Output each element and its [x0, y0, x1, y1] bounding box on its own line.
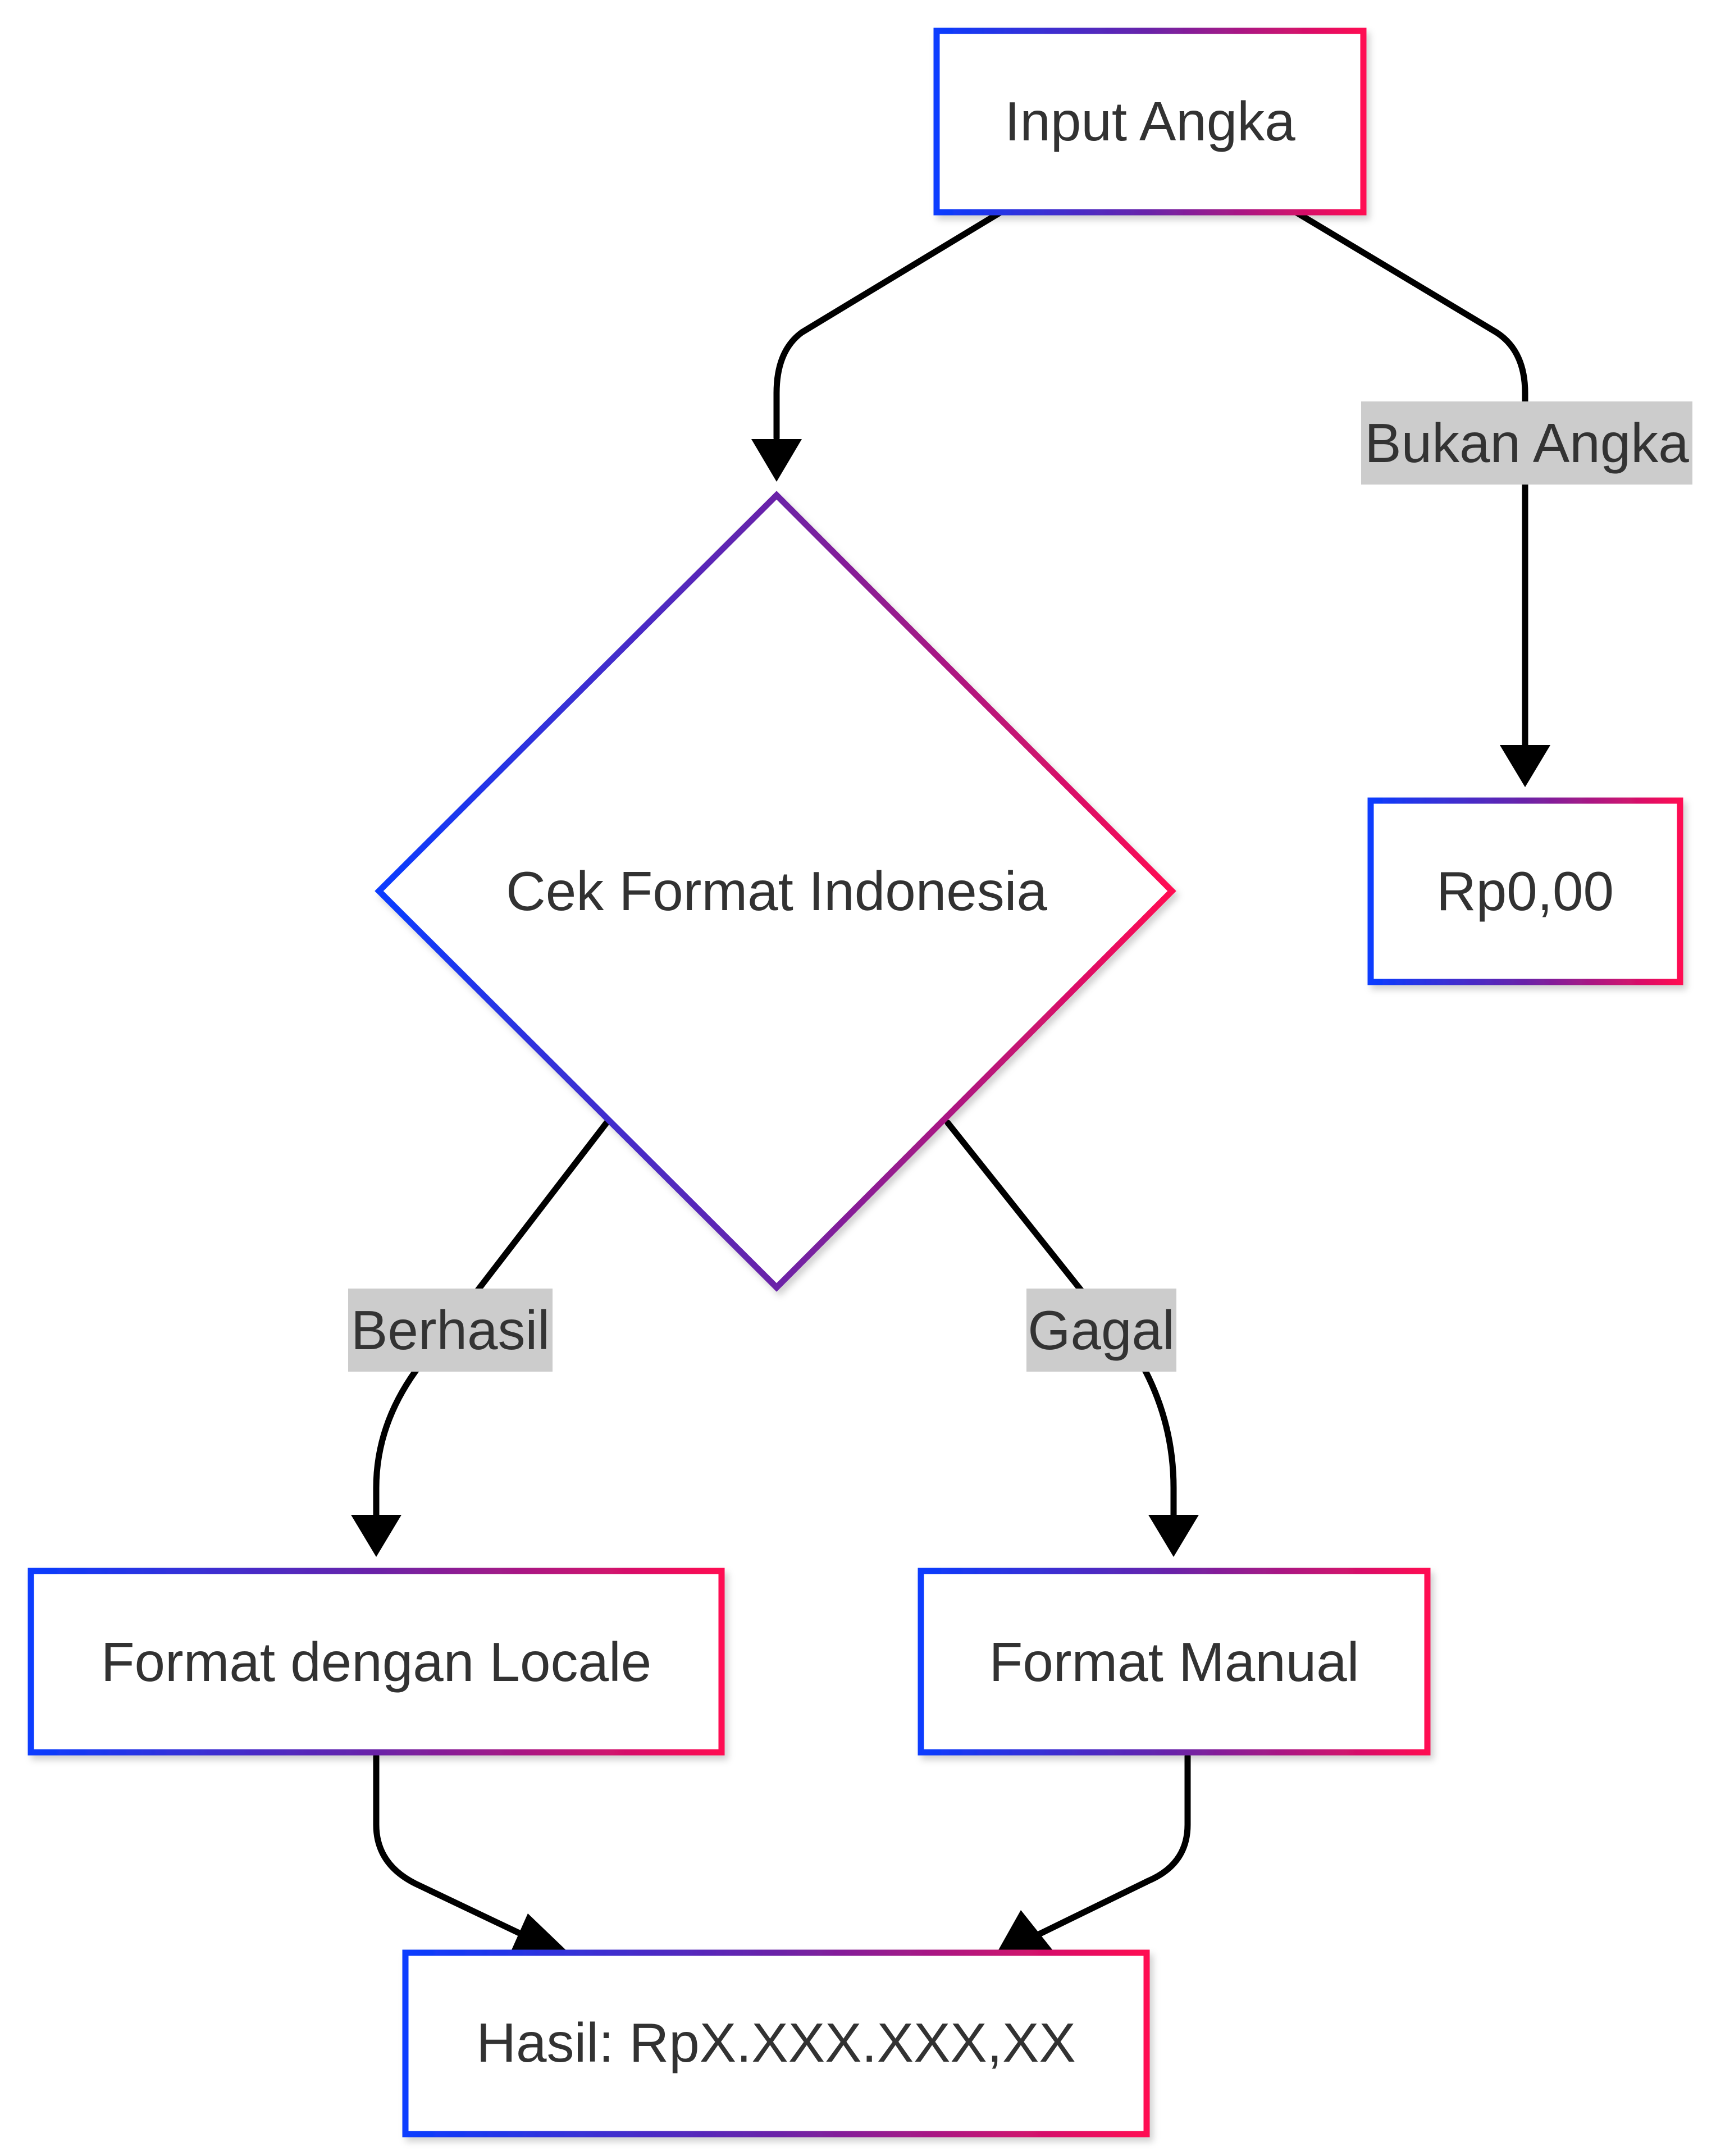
arrowhead-icon	[996, 1910, 1056, 1955]
edge-input-to-check	[751, 209, 1004, 482]
edge-label-berhasil: Berhasil	[351, 1299, 550, 1361]
arrowhead-icon	[751, 439, 802, 482]
node-label: Rp0,00	[1436, 860, 1614, 922]
node-label: Format dengan Locale	[101, 1631, 652, 1693]
node-label: Format Manual	[989, 1631, 1359, 1693]
node-rp0[interactable]: Rp0,00	[1367, 797, 1683, 985]
edge-label-background	[1026, 1289, 1176, 1372]
node-format-manual[interactable]: Format Manual	[918, 1568, 1431, 1756]
node-box	[402, 1949, 1150, 2137]
node-label: Hasil: RpX.XXX.XXX,XX	[476, 2012, 1076, 2073]
edge-label-background	[348, 1289, 553, 1372]
node-hasil[interactable]: Hasil: RpX.XXX.XXX,XX	[402, 1949, 1150, 2137]
edge-label-gagal: Gagal	[1028, 1299, 1175, 1361]
edge-label-background	[1361, 401, 1692, 485]
edges: Bukan Angka Berhasil Gagal	[348, 209, 1692, 1955]
arrowhead-icon	[1148, 1515, 1199, 1557]
node-box	[918, 1568, 1431, 1756]
node-box	[1367, 797, 1683, 985]
node-box	[28, 1568, 725, 1756]
node-label: Cek Format Indonesia	[506, 860, 1048, 922]
node-input-angka[interactable]: Input Angka	[933, 28, 1367, 216]
edge-locale-to-result	[373, 1753, 570, 1955]
arrowhead-icon	[509, 1913, 570, 1955]
edge-input-to-zero: Bukan Angka	[1293, 209, 1692, 787]
edge-check-to-locale: Berhasil	[348, 1120, 610, 1557]
decision-diamond	[375, 491, 1176, 1292]
node-label: Input Angka	[1005, 90, 1295, 152]
arrowhead-icon	[351, 1515, 401, 1557]
edge-check-to-manual: Gagal	[944, 1120, 1199, 1557]
nodes: Input Angka Cek Format Indonesia Rp0,00 …	[28, 28, 1683, 2137]
edge-manual-to-result	[996, 1753, 1191, 1955]
node-cek-format-indonesia[interactable]: Cek Format Indonesia	[375, 491, 1176, 1292]
arrowhead-icon	[1500, 745, 1550, 787]
node-box	[933, 28, 1367, 216]
node-format-dengan-locale[interactable]: Format dengan Locale	[28, 1568, 725, 1756]
edge-label-bukan-angka: Bukan Angka	[1364, 412, 1689, 474]
